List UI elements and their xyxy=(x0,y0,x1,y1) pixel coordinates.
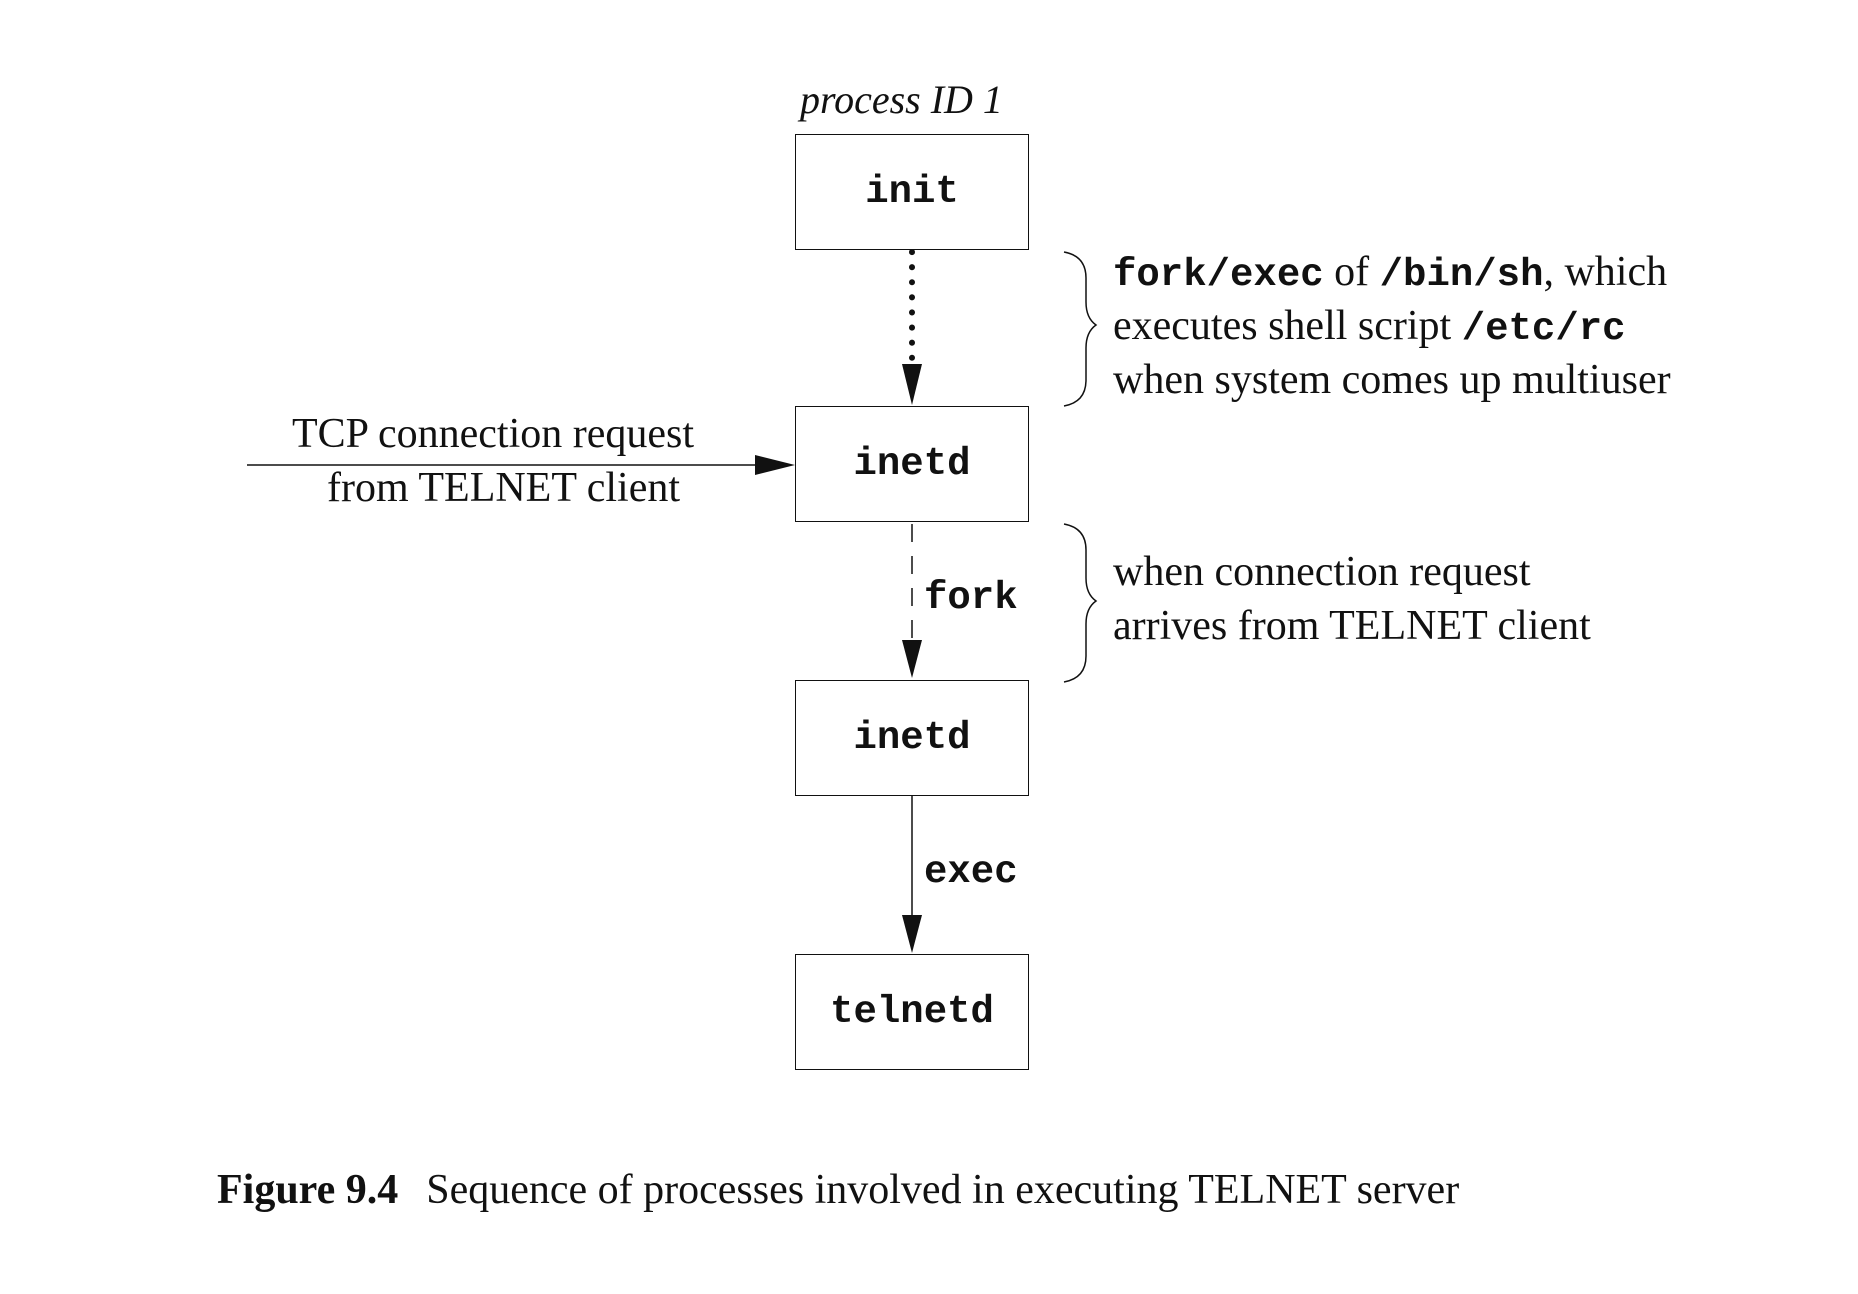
note2-line1: when connection request xyxy=(1113,549,1531,595)
inetd-parent-box: inetd xyxy=(795,406,1029,522)
incoming-label-line1: TCP connection request xyxy=(292,411,695,457)
figure-number: Figure 9.4 xyxy=(217,1167,399,1213)
telnetd-process-box: telnetd xyxy=(795,954,1029,1070)
caption-text: Sequence of processes involved in execut… xyxy=(426,1167,1460,1213)
note-text: executes shell script xyxy=(1113,303,1462,349)
init-process-box: init xyxy=(795,134,1029,250)
inetd-child-label: inetd xyxy=(853,716,971,760)
figure-caption: Figure 9.4 Sequence of processes involved… xyxy=(217,1166,1459,1214)
inetd-child-box: inetd xyxy=(795,680,1029,796)
note-text: of xyxy=(1323,249,1380,295)
arrowhead-down xyxy=(902,915,922,953)
brace-right xyxy=(1063,251,1098,407)
exec-edge-label: exec xyxy=(924,850,1018,894)
bin-sh-code: /bin/sh xyxy=(1379,253,1544,297)
note1-line3: when system comes up multiuser xyxy=(1113,357,1671,403)
arrowhead-right xyxy=(755,455,795,475)
brace-right xyxy=(1063,523,1098,683)
note1-line1: fork/exec of /bin/sh, which xyxy=(1113,248,1667,297)
note2-line2: arrives from TELNET client xyxy=(1113,603,1591,649)
init-label: init xyxy=(865,170,959,214)
note1-line2: executes shell script /etc/rc xyxy=(1113,302,1626,351)
arrowhead-down xyxy=(902,640,922,678)
inetd-parent-label: inetd xyxy=(853,442,971,486)
arrowhead-down xyxy=(902,364,922,405)
etc-rc-code: /etc/rc xyxy=(1461,307,1626,351)
note-text: , which xyxy=(1543,249,1668,295)
incoming-label-line2: from TELNET client xyxy=(327,465,681,511)
telnetd-label: telnetd xyxy=(830,990,994,1034)
fork-edge-label: fork xyxy=(924,576,1018,620)
fork-exec-code: fork/exec xyxy=(1113,253,1324,297)
process-id-label: process ID 1 xyxy=(800,77,1003,122)
